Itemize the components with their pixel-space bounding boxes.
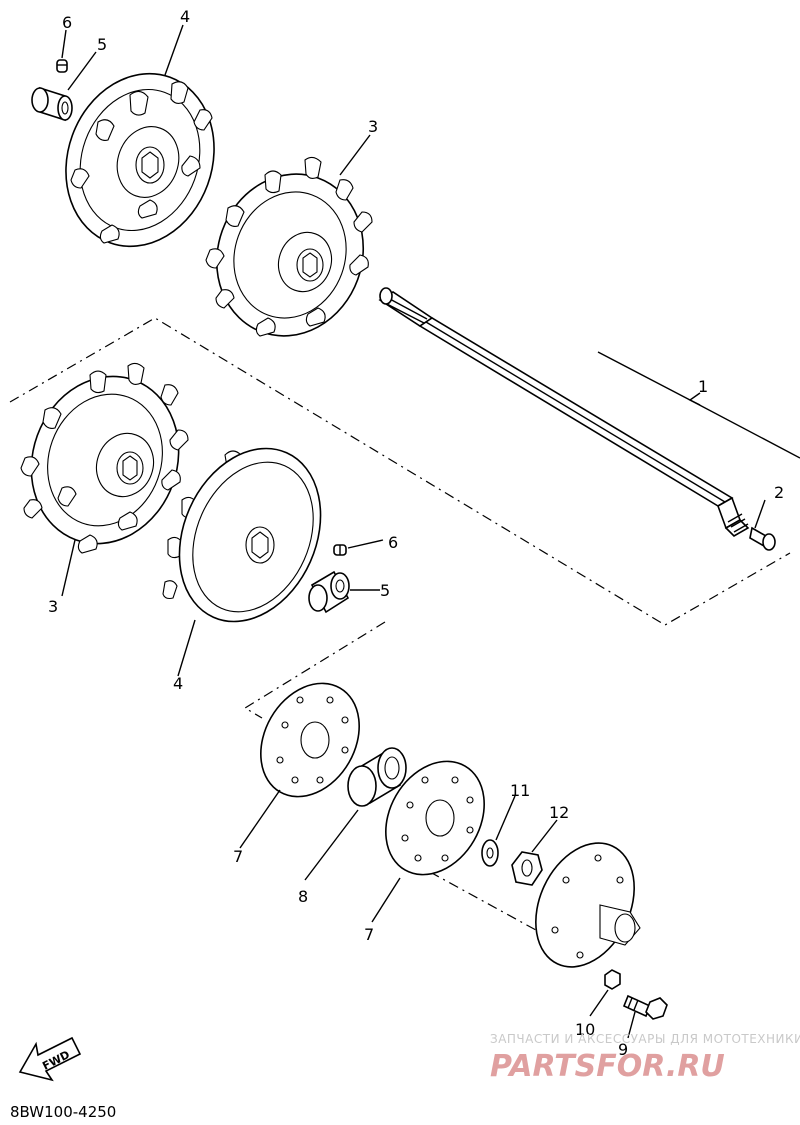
washer-part-11 (481, 839, 499, 867)
callout-3-middle: 3 (48, 597, 58, 616)
callout-1: 1 (698, 377, 708, 396)
sprocket-part-3-top (205, 156, 373, 337)
set-screw-part-6-top (56, 59, 68, 73)
nut-part-12 (511, 851, 543, 886)
callout-5-middle: 5 (380, 581, 390, 600)
leader-lines (61, 24, 800, 1039)
bolt-part-9 (622, 994, 668, 1020)
callout-11: 11 (510, 781, 530, 800)
assembly-dash-line-lower (243, 621, 386, 719)
drawing-code: 8BW100-4250 (10, 1103, 116, 1121)
sprocket-part-4-top (65, 72, 215, 248)
callout-4-top: 4 (180, 7, 190, 26)
callout-3-top: 3 (368, 117, 378, 136)
callout-10: 10 (575, 1020, 595, 1039)
callout-7-right: 7 (364, 925, 374, 944)
bearing-part-8 (347, 747, 407, 807)
hub-flange (535, 842, 641, 968)
callout-5-top: 5 (97, 35, 107, 54)
watermark-brand: PARTSFOR.RU (490, 1049, 725, 1084)
sprocket-part-3-middle (20, 362, 189, 554)
assembly-dash-line-upper (9, 317, 791, 626)
callout-2: 2 (774, 483, 784, 502)
callout-12: 12 (549, 803, 569, 822)
fwd-arrow-icon: FWD (18, 1036, 82, 1082)
nut-part-10 (604, 969, 621, 990)
bolt-part-2 (749, 526, 776, 551)
collar-part-5-top (31, 86, 73, 122)
callout-6-top: 6 (62, 13, 72, 32)
watermark-tagline: ЗАПЧАСТИ И АКСЕССУАРЫ ДЛЯ МОТОТЕХНИКИ (490, 1032, 800, 1046)
set-screw-part-6-middle (333, 544, 347, 556)
callout-4-middle: 4 (173, 674, 183, 693)
sprocket-part-4-top-teeth (70, 81, 213, 244)
callout-8: 8 (298, 887, 308, 906)
callout-6-middle: 6 (388, 533, 398, 552)
drive-shaft-part-1 (378, 287, 750, 537)
plate-part-7-right (385, 760, 485, 876)
plate-part-7-left (260, 682, 360, 798)
wheel-part-4-middle (162, 447, 322, 623)
collar-part-5-middle (308, 570, 350, 614)
callout-9: 9 (618, 1040, 628, 1059)
callout-7-left: 7 (233, 847, 243, 866)
